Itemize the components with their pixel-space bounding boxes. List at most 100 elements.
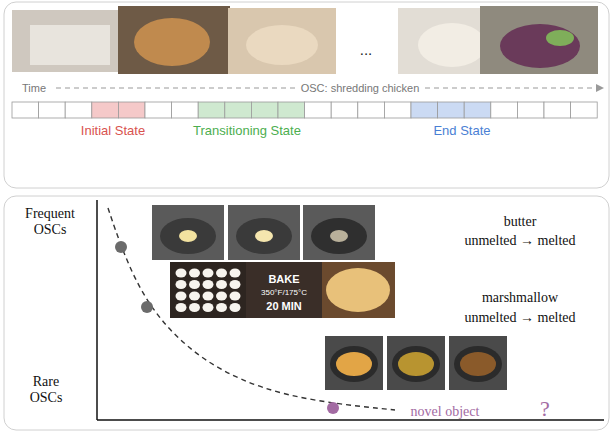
time-arrowhead bbox=[596, 84, 604, 92]
marshmallow bbox=[176, 280, 187, 289]
object-label: marshmallow bbox=[482, 290, 558, 306]
frame-cell bbox=[145, 102, 172, 118]
salad-bowl bbox=[500, 24, 580, 68]
frame-cell bbox=[438, 102, 465, 118]
marshmallow bbox=[176, 292, 187, 301]
frame-cell bbox=[384, 102, 411, 118]
object-label: butter bbox=[504, 214, 537, 230]
frame-cell bbox=[411, 102, 438, 118]
data-point bbox=[115, 241, 127, 253]
frame-cell bbox=[225, 102, 252, 118]
frame-cell bbox=[571, 102, 598, 118]
state-label: Transitioning State bbox=[193, 124, 301, 139]
frame-cell bbox=[331, 102, 358, 118]
top-panel bbox=[4, 2, 609, 188]
marshmallow bbox=[230, 292, 241, 301]
toasted-marshmallow bbox=[326, 268, 390, 312]
frame-cell bbox=[39, 102, 66, 118]
frame-cell bbox=[172, 102, 199, 118]
state-change-label: unmelted → melted bbox=[464, 310, 575, 326]
frame-cell bbox=[92, 102, 119, 118]
frame-cell bbox=[251, 102, 278, 118]
photo-text: 350°F/175°C bbox=[261, 288, 307, 297]
butter bbox=[179, 230, 197, 242]
marshmallow bbox=[216, 303, 227, 312]
photo-text: BAKE bbox=[268, 273, 299, 286]
pan-content bbox=[398, 352, 434, 376]
photo-frame bbox=[480, 6, 598, 74]
marshmallow bbox=[189, 280, 200, 289]
marshmallow bbox=[216, 280, 227, 289]
pan bbox=[330, 346, 378, 382]
photo-text: 20 MIN bbox=[266, 300, 301, 313]
pan bbox=[392, 346, 440, 382]
frame-cell bbox=[544, 102, 571, 118]
photo-frame bbox=[170, 262, 246, 318]
roast-chicken bbox=[134, 18, 210, 66]
marshmallow bbox=[203, 280, 214, 289]
photo-band bbox=[246, 262, 322, 318]
axis-label: Rare OSCs bbox=[16, 374, 76, 406]
marshmallow bbox=[189, 292, 200, 301]
marshmallow bbox=[176, 303, 187, 312]
marshmallow bbox=[230, 303, 241, 312]
butter bbox=[330, 230, 348, 242]
cutting-board bbox=[30, 25, 110, 65]
marshmallow bbox=[230, 280, 241, 289]
pan-content bbox=[336, 352, 372, 376]
x-axis bbox=[97, 419, 604, 421]
photo-frame bbox=[152, 205, 224, 260]
caption-label: OSC: shredding chicken bbox=[297, 82, 424, 95]
marshmallow bbox=[203, 269, 214, 278]
axis-label: Frequent OSCs bbox=[14, 206, 86, 238]
marshmallow bbox=[216, 292, 227, 301]
photo-frame bbox=[449, 336, 507, 390]
state-label: Initial State bbox=[81, 124, 145, 139]
shredded-chicken bbox=[246, 25, 318, 65]
frame-cell bbox=[305, 102, 332, 118]
frame-cell bbox=[464, 102, 491, 118]
marshmallow bbox=[203, 292, 214, 301]
marshmallow bbox=[189, 269, 200, 278]
photo-frame bbox=[387, 336, 445, 390]
frame-cell bbox=[65, 102, 92, 118]
marshmallow bbox=[189, 303, 200, 312]
marshmallow bbox=[203, 303, 214, 312]
novel-label: novel object bbox=[411, 404, 480, 420]
long-tail-curve bbox=[108, 208, 395, 410]
y-axis bbox=[96, 200, 98, 420]
photo-frame bbox=[228, 8, 336, 74]
pan-content bbox=[460, 352, 496, 376]
frame-cell bbox=[491, 102, 518, 118]
greens bbox=[546, 30, 574, 46]
data-point bbox=[141, 301, 153, 313]
marshmallow bbox=[216, 269, 227, 278]
photo-frame bbox=[325, 336, 383, 390]
pan bbox=[160, 218, 216, 254]
marshmallow bbox=[230, 269, 241, 278]
question-mark: ? bbox=[540, 396, 550, 421]
photo-frame bbox=[118, 6, 230, 74]
marshmallow bbox=[176, 269, 187, 278]
container bbox=[418, 23, 486, 67]
frame-cell bbox=[358, 102, 385, 118]
state-change-label: unmelted → melted bbox=[464, 233, 575, 249]
photo-frame bbox=[303, 205, 375, 260]
photo-frame bbox=[322, 262, 395, 318]
photo-frame bbox=[12, 10, 124, 72]
frame-cell bbox=[517, 102, 544, 118]
ellipsis: ... bbox=[360, 41, 373, 58]
pan bbox=[454, 346, 502, 382]
frame-cell bbox=[198, 102, 225, 118]
axis-label: Time bbox=[22, 82, 46, 95]
data-point bbox=[327, 402, 339, 414]
bottom-panel bbox=[4, 196, 609, 430]
pan bbox=[311, 218, 367, 254]
pan bbox=[236, 218, 292, 254]
frame-cell bbox=[278, 102, 305, 118]
frame-cell bbox=[118, 102, 145, 118]
butter bbox=[255, 230, 273, 242]
photo-frame bbox=[228, 205, 300, 260]
